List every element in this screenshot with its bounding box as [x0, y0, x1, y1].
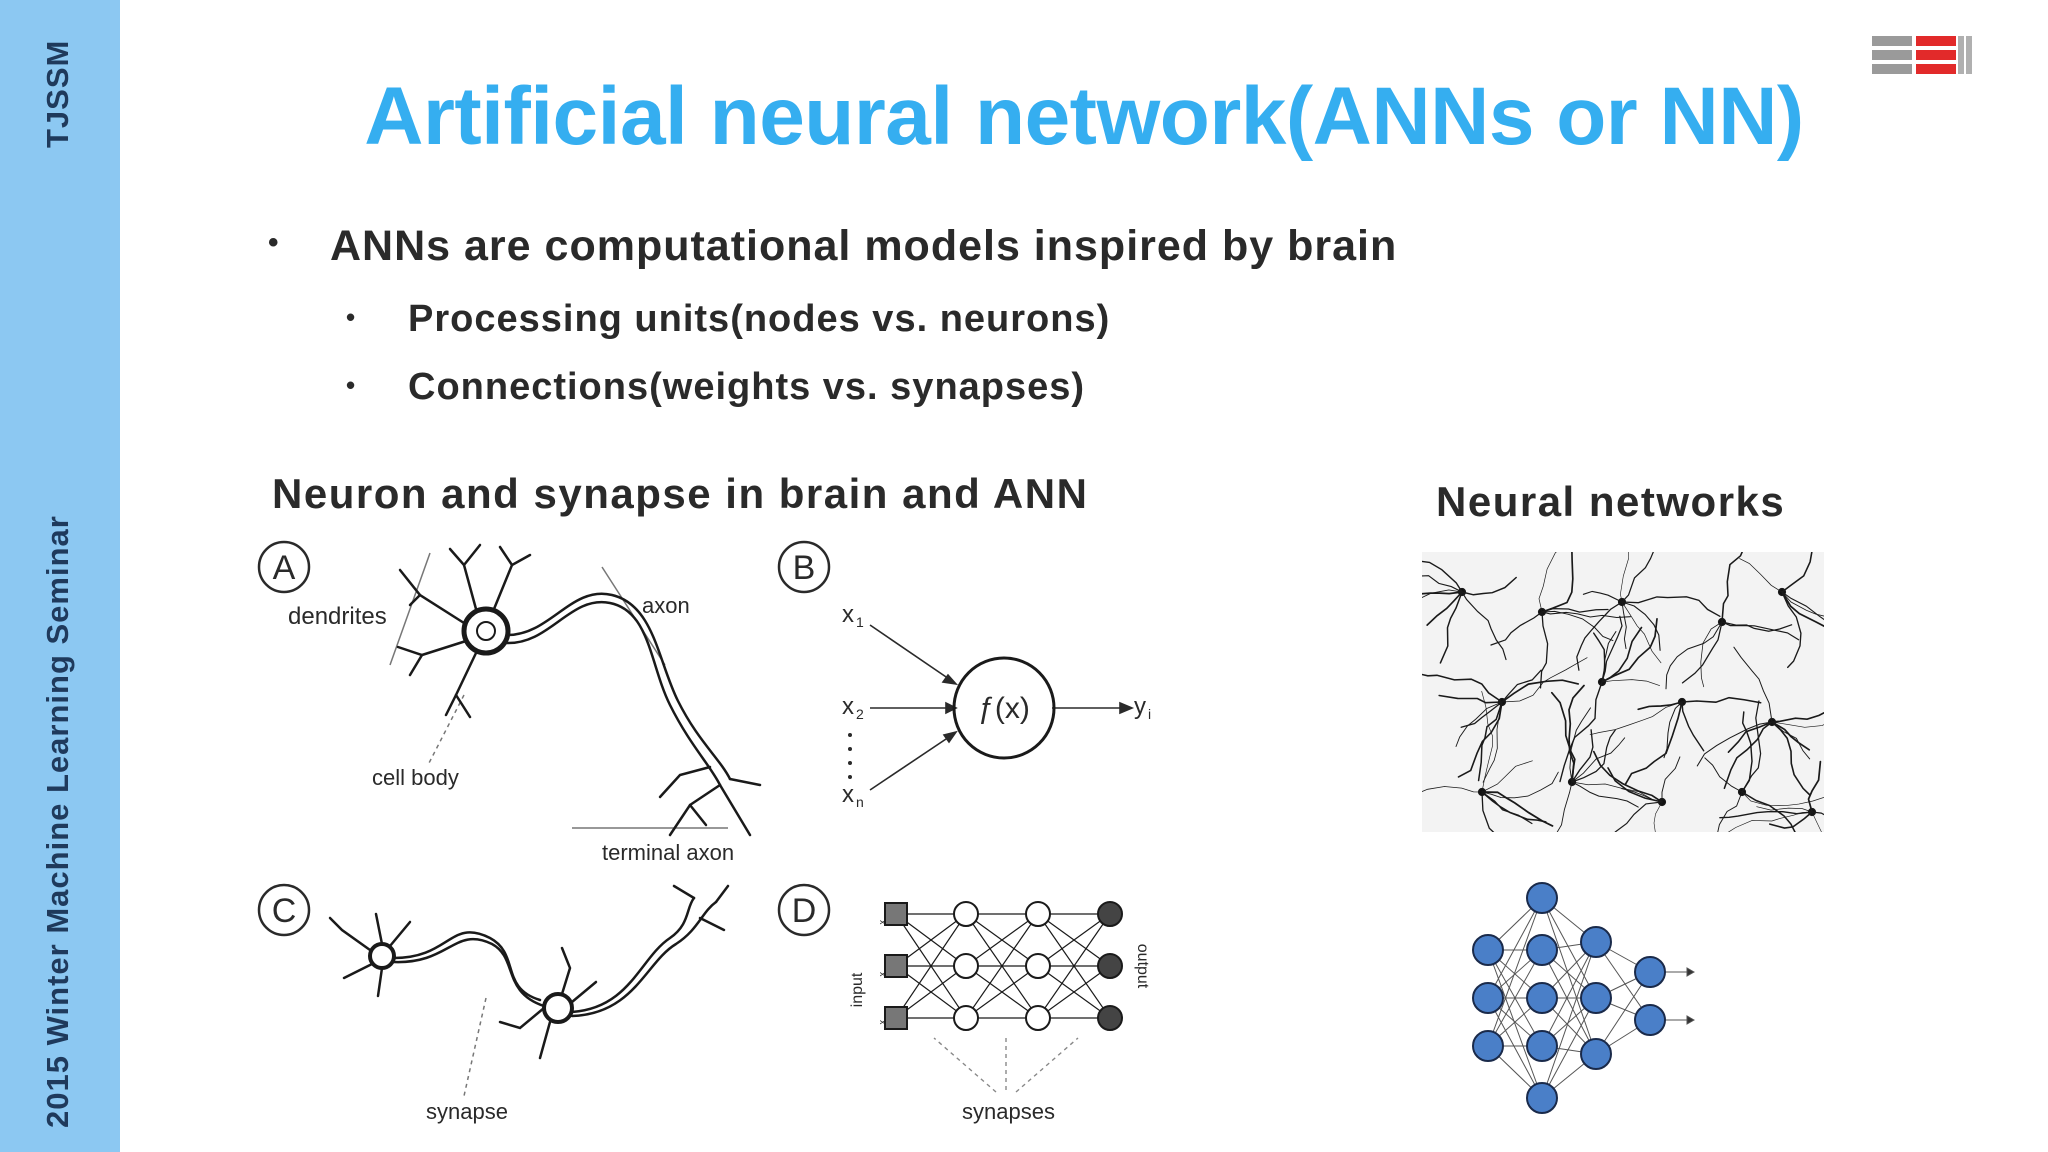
- input-x1-label: x: [842, 601, 854, 628]
- activation-function-label: ƒ(x): [978, 692, 1030, 725]
- panel-c-synapse: C synapse: [257, 883, 730, 1124]
- bullet-text: Connections(weights vs. synapses): [408, 366, 1086, 408]
- input-xn-label: x: [842, 781, 854, 808]
- sidebar-seminar-label: 2015 Winter Machine Learning Seminar: [40, 515, 75, 1128]
- input-xn-subscript: n: [856, 794, 864, 810]
- bullet-dot: •: [268, 226, 280, 259]
- network-node: [1472, 934, 1504, 966]
- input-x2-label: x: [842, 693, 854, 720]
- slide-title: Artificial neural network(ANNs or NN): [364, 71, 1804, 162]
- network-node: [1526, 1082, 1558, 1114]
- panel-a-neuron: A dendrites axon cell body terminal axon: [257, 540, 762, 865]
- input-label: input: [849, 972, 866, 1007]
- network-node: [1526, 882, 1558, 914]
- bullet-sub: • Processing units(nodes vs. neurons): [346, 298, 1110, 341]
- synapse-neurons-icon: [328, 884, 730, 1060]
- terminal-axon-label: terminal axon: [602, 840, 734, 865]
- network-node: [1472, 982, 1504, 1014]
- synapses-label: synapses: [962, 1099, 1055, 1124]
- bullet-dot: •: [346, 370, 357, 400]
- bullet-text: ANNs are computational models inspired b…: [330, 222, 1398, 270]
- sidebar-acronym: TJSSM: [40, 39, 75, 148]
- panel-letter: B: [793, 549, 816, 587]
- input-x2-label: x: [878, 972, 888, 977]
- network-edges: [895, 913, 1111, 1019]
- bullet-text: Processing units(nodes vs. neurons): [408, 298, 1111, 340]
- network-node: [1526, 934, 1558, 966]
- network-diagram: [1472, 882, 1696, 1114]
- output-y-label: y: [1134, 693, 1146, 720]
- output-y-subscript: i: [1148, 706, 1151, 722]
- neuron-icon: [396, 543, 762, 837]
- axon-label: axon: [642, 593, 690, 618]
- panel-letter: A: [273, 549, 296, 587]
- logo-icon: [1872, 36, 1972, 74]
- network-node: [1580, 1038, 1612, 1070]
- network-nodes: [884, 901, 1123, 1031]
- synapse-label: synapse: [426, 1099, 508, 1124]
- network-node: [1526, 982, 1558, 1014]
- bullet-dot: •: [346, 302, 357, 332]
- cell-body-label: cell body: [372, 765, 459, 790]
- input-x2-subscript: 2: [856, 706, 864, 722]
- network-node: [1580, 982, 1612, 1014]
- neuron-network-photo: [1422, 552, 1824, 832]
- bullet-main: • ANNs are computational models inspired…: [268, 222, 1397, 271]
- right-heading: Neural networks: [1436, 478, 1786, 525]
- left-heading: Neuron and synapse in brain and ANN: [272, 470, 1089, 517]
- input-x1-subscript: 1: [856, 614, 864, 630]
- panel-b-perceptron: B x 1 x 2 x n ƒ(x) y i: [777, 540, 1151, 810]
- bullet-sub: • Connections(weights vs. synapses): [346, 366, 1085, 409]
- network-node: [1526, 1030, 1558, 1062]
- input-xn-label: x: [878, 920, 888, 925]
- network-node: [1634, 1004, 1666, 1036]
- output-label: output: [1134, 944, 1151, 989]
- panel-letter: D: [792, 892, 817, 930]
- panel-letter: C: [272, 892, 297, 930]
- dendrites-label: dendrites: [288, 603, 387, 630]
- panel-d-network: D input output x x x synapses: [777, 883, 1151, 1124]
- sidebar: TJSSM 2015 Winter Machine Learning Semin…: [0, 0, 120, 1152]
- network-node: [1580, 926, 1612, 958]
- network-node: [1472, 1030, 1504, 1062]
- input-x1-label: x: [878, 1020, 888, 1025]
- network-node: [1634, 956, 1666, 988]
